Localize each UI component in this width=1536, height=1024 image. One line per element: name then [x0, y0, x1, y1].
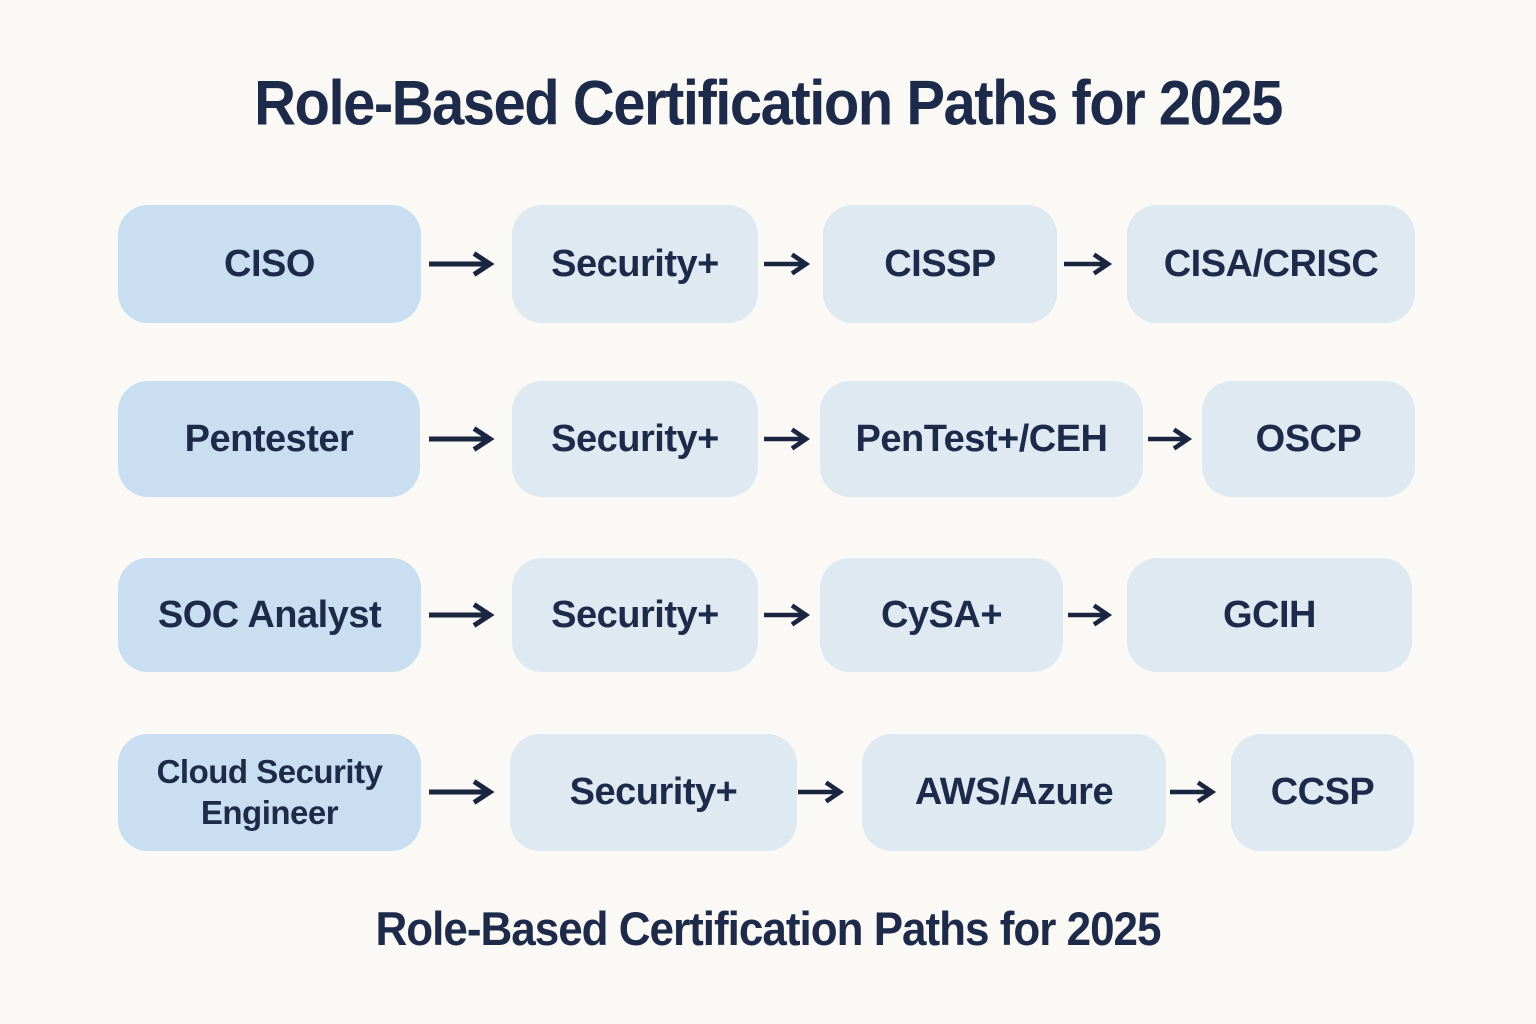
cert-box: CISSP [823, 205, 1057, 323]
cert-box: Security+ [512, 381, 758, 497]
role-box-pentester: Pentester [118, 381, 420, 497]
cert-label: CCSP [1270, 771, 1375, 814]
arrow-right-icon [427, 425, 500, 453]
cert-box: Security+ [512, 558, 758, 672]
cert-box: Security+ [512, 205, 758, 323]
arrow-right-icon [427, 601, 500, 629]
role-label: Cloud Security Engineer [156, 753, 383, 831]
role-box-ciso: CISO [118, 205, 421, 323]
arrow-right-icon [763, 601, 815, 629]
cert-label: OSCP [1255, 417, 1362, 460]
cert-label: CySA+ [880, 593, 1003, 636]
cert-label: Security+ [551, 242, 719, 285]
arrow-right-icon [427, 250, 500, 278]
cert-box: PenTest+/CEH [820, 381, 1143, 497]
arrow-right-icon [763, 250, 815, 278]
role-box-cloud-security-engineer: Cloud Security Engineer [118, 734, 421, 851]
arrow-right-icon [763, 425, 815, 453]
cert-label: Security+ [551, 417, 719, 460]
cert-label: AWS/Azure [914, 771, 1114, 814]
cert-label: Security+ [569, 771, 738, 814]
cert-label: GCIH [1223, 593, 1317, 636]
cert-box: CISA/CRISC [1127, 205, 1415, 323]
cert-box: OSCP [1202, 381, 1415, 497]
cert-label: PenTest+/CEH [855, 417, 1108, 460]
cert-box: GCIH [1127, 558, 1412, 672]
arrow-right-icon [1067, 601, 1117, 629]
arrow-right-icon [427, 778, 500, 806]
cert-box: CySA+ [820, 558, 1063, 672]
arrow-right-icon [797, 778, 849, 806]
cert-label: CISSP [884, 242, 996, 285]
page-title: Role-Based Certification Paths for 2025 [254, 68, 1283, 139]
cert-label: CISA/CRISC [1163, 242, 1379, 285]
role-label: SOC Analyst [157, 593, 382, 636]
cert-box: Security+ [510, 734, 797, 851]
role-label: CISO [224, 242, 315, 285]
role-box-soc-analyst: SOC Analyst [118, 558, 421, 672]
footer-title: Role-Based Certification Paths for 2025 [375, 903, 1161, 956]
role-label: Pentester [184, 417, 354, 460]
arrow-right-icon [1147, 425, 1197, 453]
arrow-right-icon [1063, 250, 1117, 278]
arrow-right-icon [1169, 778, 1221, 806]
cert-box: AWS/Azure [862, 734, 1166, 851]
cert-box: CCSP [1231, 734, 1414, 851]
cert-label: Security+ [551, 593, 719, 636]
